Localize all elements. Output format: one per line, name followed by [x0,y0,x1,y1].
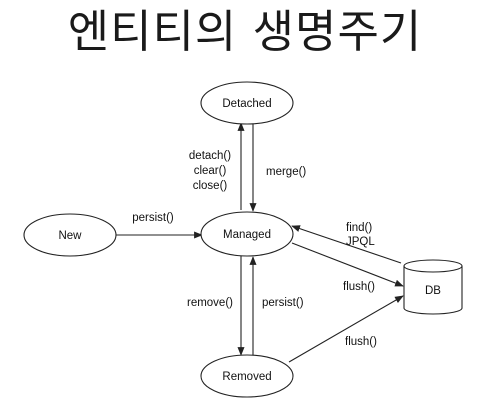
label-close: close() [193,180,228,192]
node-managed [200,211,294,257]
node-detached-label: Detached [222,98,271,110]
label-flush-removed: flush() [345,336,377,348]
edge-db-to-managed [291,225,402,264]
label-detach: detach() [189,150,231,162]
db-cylinder-body [403,266,463,315]
label-find: find() [346,222,372,234]
label-persist-new: persist() [132,212,174,224]
label-flush-managed: flush() [343,281,375,293]
edge-removed-to-db [288,295,404,363]
label-clear: clear() [194,165,227,177]
page-title: 엔티티의 생명주기 [67,5,423,58]
label-remove: remove() [187,297,233,309]
label-jpql: JPQL [346,236,375,248]
label-merge: merge() [266,166,306,178]
node-managed-label: Managed [223,229,271,241]
node-db-label: DB [425,285,441,297]
node-removed-label: Removed [222,371,271,383]
node-new-label: New [58,230,82,242]
node-removed [200,354,294,398]
edge-managed-to-db [291,242,404,287]
node-detached [200,81,294,125]
label-persist-removed: persist() [262,297,304,309]
node-new [23,213,117,257]
db-cylinder-top [403,259,463,273]
node-db: DB [403,259,463,315]
